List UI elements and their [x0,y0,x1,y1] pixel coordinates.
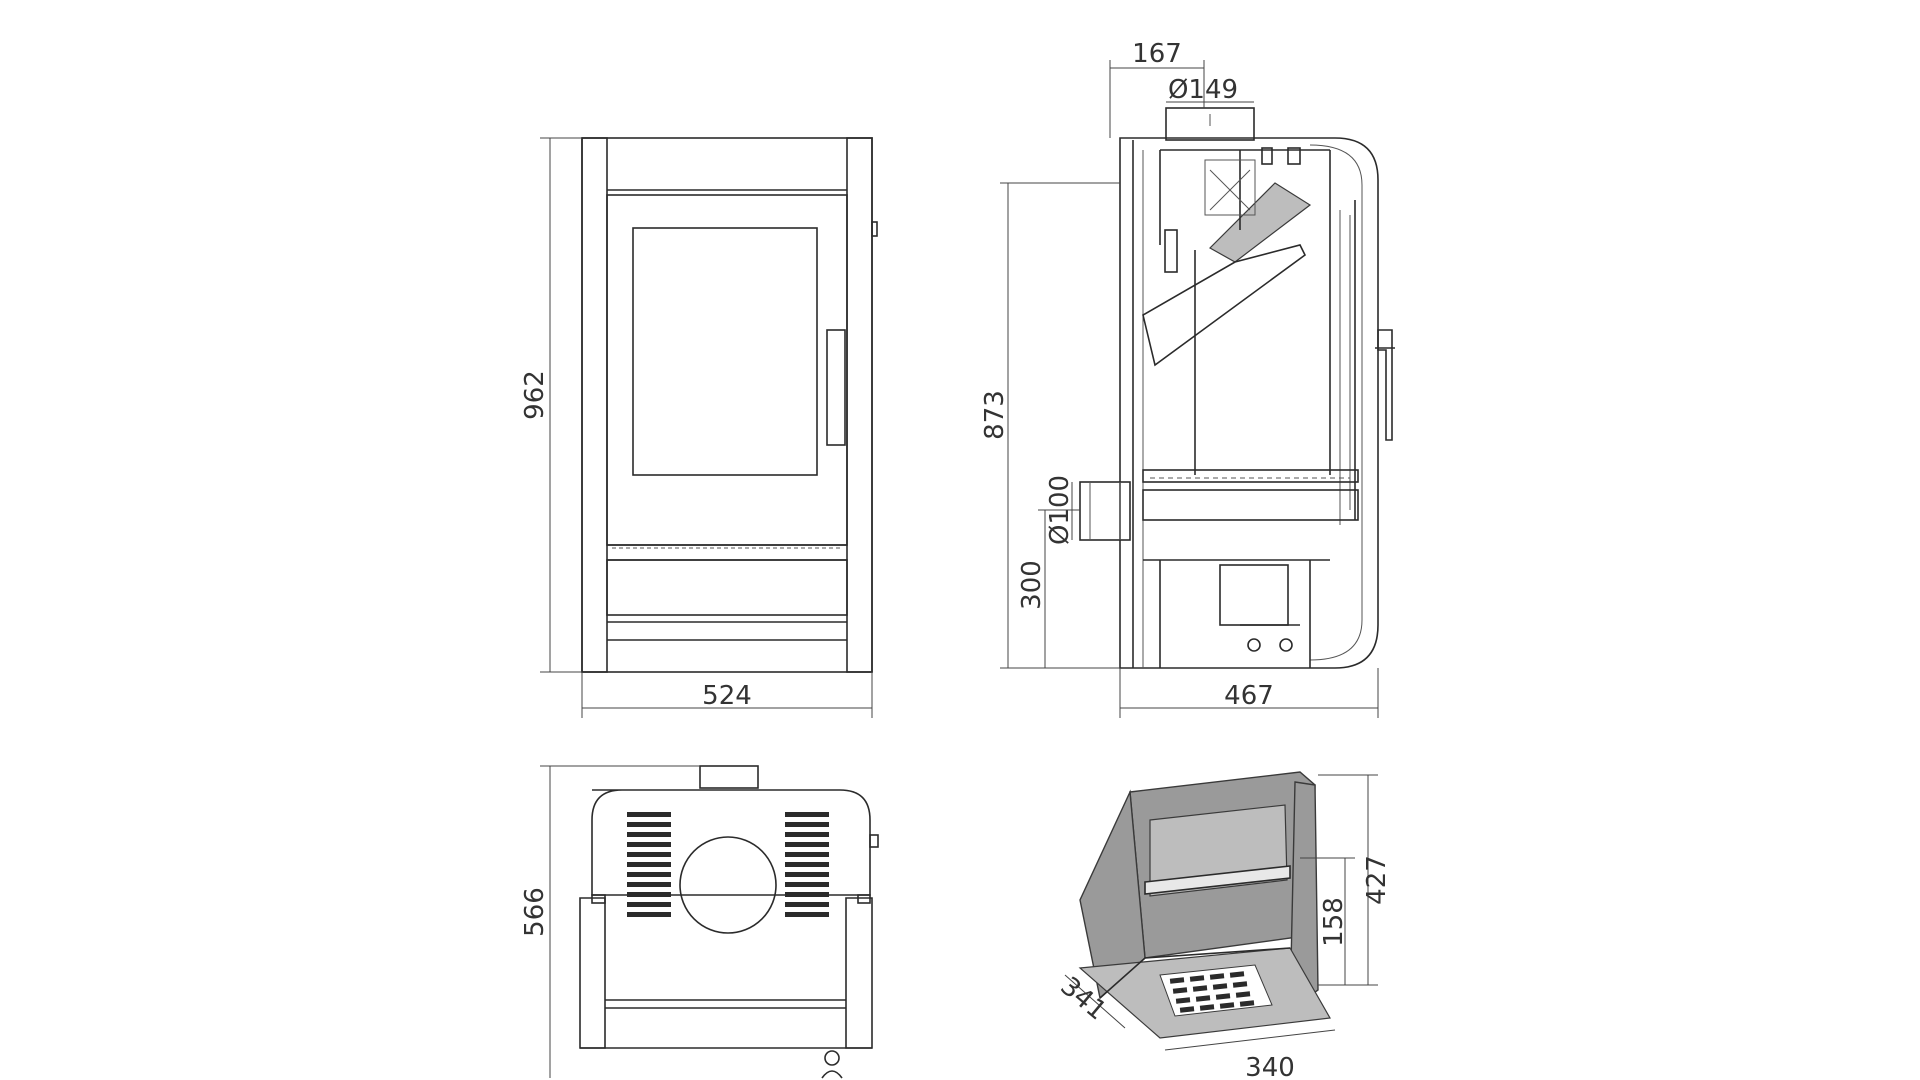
flue-collar [1165,107,1255,141]
front-right-pillar [846,137,873,673]
side-depth-label: 467 [1224,681,1274,711]
front-width-label: 524 [702,681,752,711]
front-door [606,194,848,546]
side-view: 167 Ø149 873 Ø100 300 467 [980,39,1395,718]
front-view: 962 524 [520,137,878,718]
flue-offset-label: 167 [1132,39,1182,69]
front-left-pillar [581,137,608,673]
front-outer-body [581,137,873,673]
side-door-handle [1377,329,1393,441]
firebox-right-panel [1289,781,1319,1012]
top-outer-body [591,789,871,896]
vents-right [785,812,829,917]
side-outer-body [1119,137,1379,669]
firebox-inner-height-label: 158 [1319,897,1349,947]
flue-diameter-label: Ø149 [1168,75,1238,105]
grate-slots [1169,971,1255,1013]
door-handle [826,329,846,446]
top-view: 566 [520,765,879,1079]
air-inlet-height-label: 300 [1017,560,1047,610]
air-inlet [1079,481,1131,541]
firebox-view: 427 158 341 340 [1054,771,1392,1080]
firebox-height-label: 427 [1362,855,1392,905]
front-glass [632,227,818,476]
top-depth-label: 566 [520,887,550,937]
flue-opening-circle [679,836,777,934]
flue-spigot-top [699,765,759,789]
front-height-label: 962 [520,370,550,420]
firebox-width-label: 340 [1245,1053,1295,1080]
flue-height-label: 873 [980,390,1010,440]
ash-drawer [606,559,848,616]
vents-left [627,812,671,917]
